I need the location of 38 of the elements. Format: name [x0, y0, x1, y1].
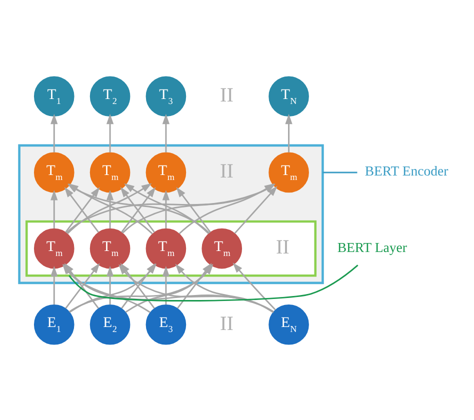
arrow [124, 182, 210, 234]
arrow [50, 266, 58, 304]
node-circle: T$_{m}$ [268, 152, 309, 192]
arrow [50, 189, 58, 228]
arrow [106, 266, 114, 304]
connector [322, 171, 358, 173]
arrow [106, 113, 114, 152]
node-circle: T$_{2}$ [90, 76, 130, 116]
node-circle: T$_{m}$ [90, 228, 130, 268]
node-text: BERT Encoder [364, 163, 448, 178]
node-circle: T$_{3}$ [146, 76, 186, 116]
node-circle: T$_{m}$ [34, 228, 74, 268]
arrow [50, 113, 58, 152]
arrow [162, 266, 170, 304]
label: II [220, 160, 234, 182]
node-circle: T$_{1}$ [34, 76, 74, 116]
node-circle: E$_{N}$ [268, 304, 309, 344]
node-circle: T$_{m}$ [34, 152, 74, 192]
node-circle: T$_{m}$ [90, 152, 130, 192]
node-text: BERT Layer [337, 239, 407, 254]
node-circle: E$_{2}$ [90, 304, 130, 344]
node-circle: E$_{3}$ [146, 304, 186, 344]
node-circle: E$_{1}$ [34, 304, 74, 344]
arrow [232, 262, 276, 310]
label: II [276, 236, 290, 258]
cluster [18, 144, 324, 284]
node-circle: T$_{N}$ [268, 76, 309, 116]
arrow [176, 186, 211, 232]
arrow [106, 189, 114, 228]
label: II [220, 312, 234, 334]
label: II [220, 84, 234, 106]
node-circle: T$_{m}$ [146, 152, 186, 192]
arrow [285, 113, 292, 152]
node-circle: T$_{m}$ [146, 228, 186, 268]
node-circle: T$_{m}$ [202, 228, 242, 268]
arrow [234, 186, 278, 234]
arrow [162, 113, 170, 152]
arrow [162, 189, 170, 228]
